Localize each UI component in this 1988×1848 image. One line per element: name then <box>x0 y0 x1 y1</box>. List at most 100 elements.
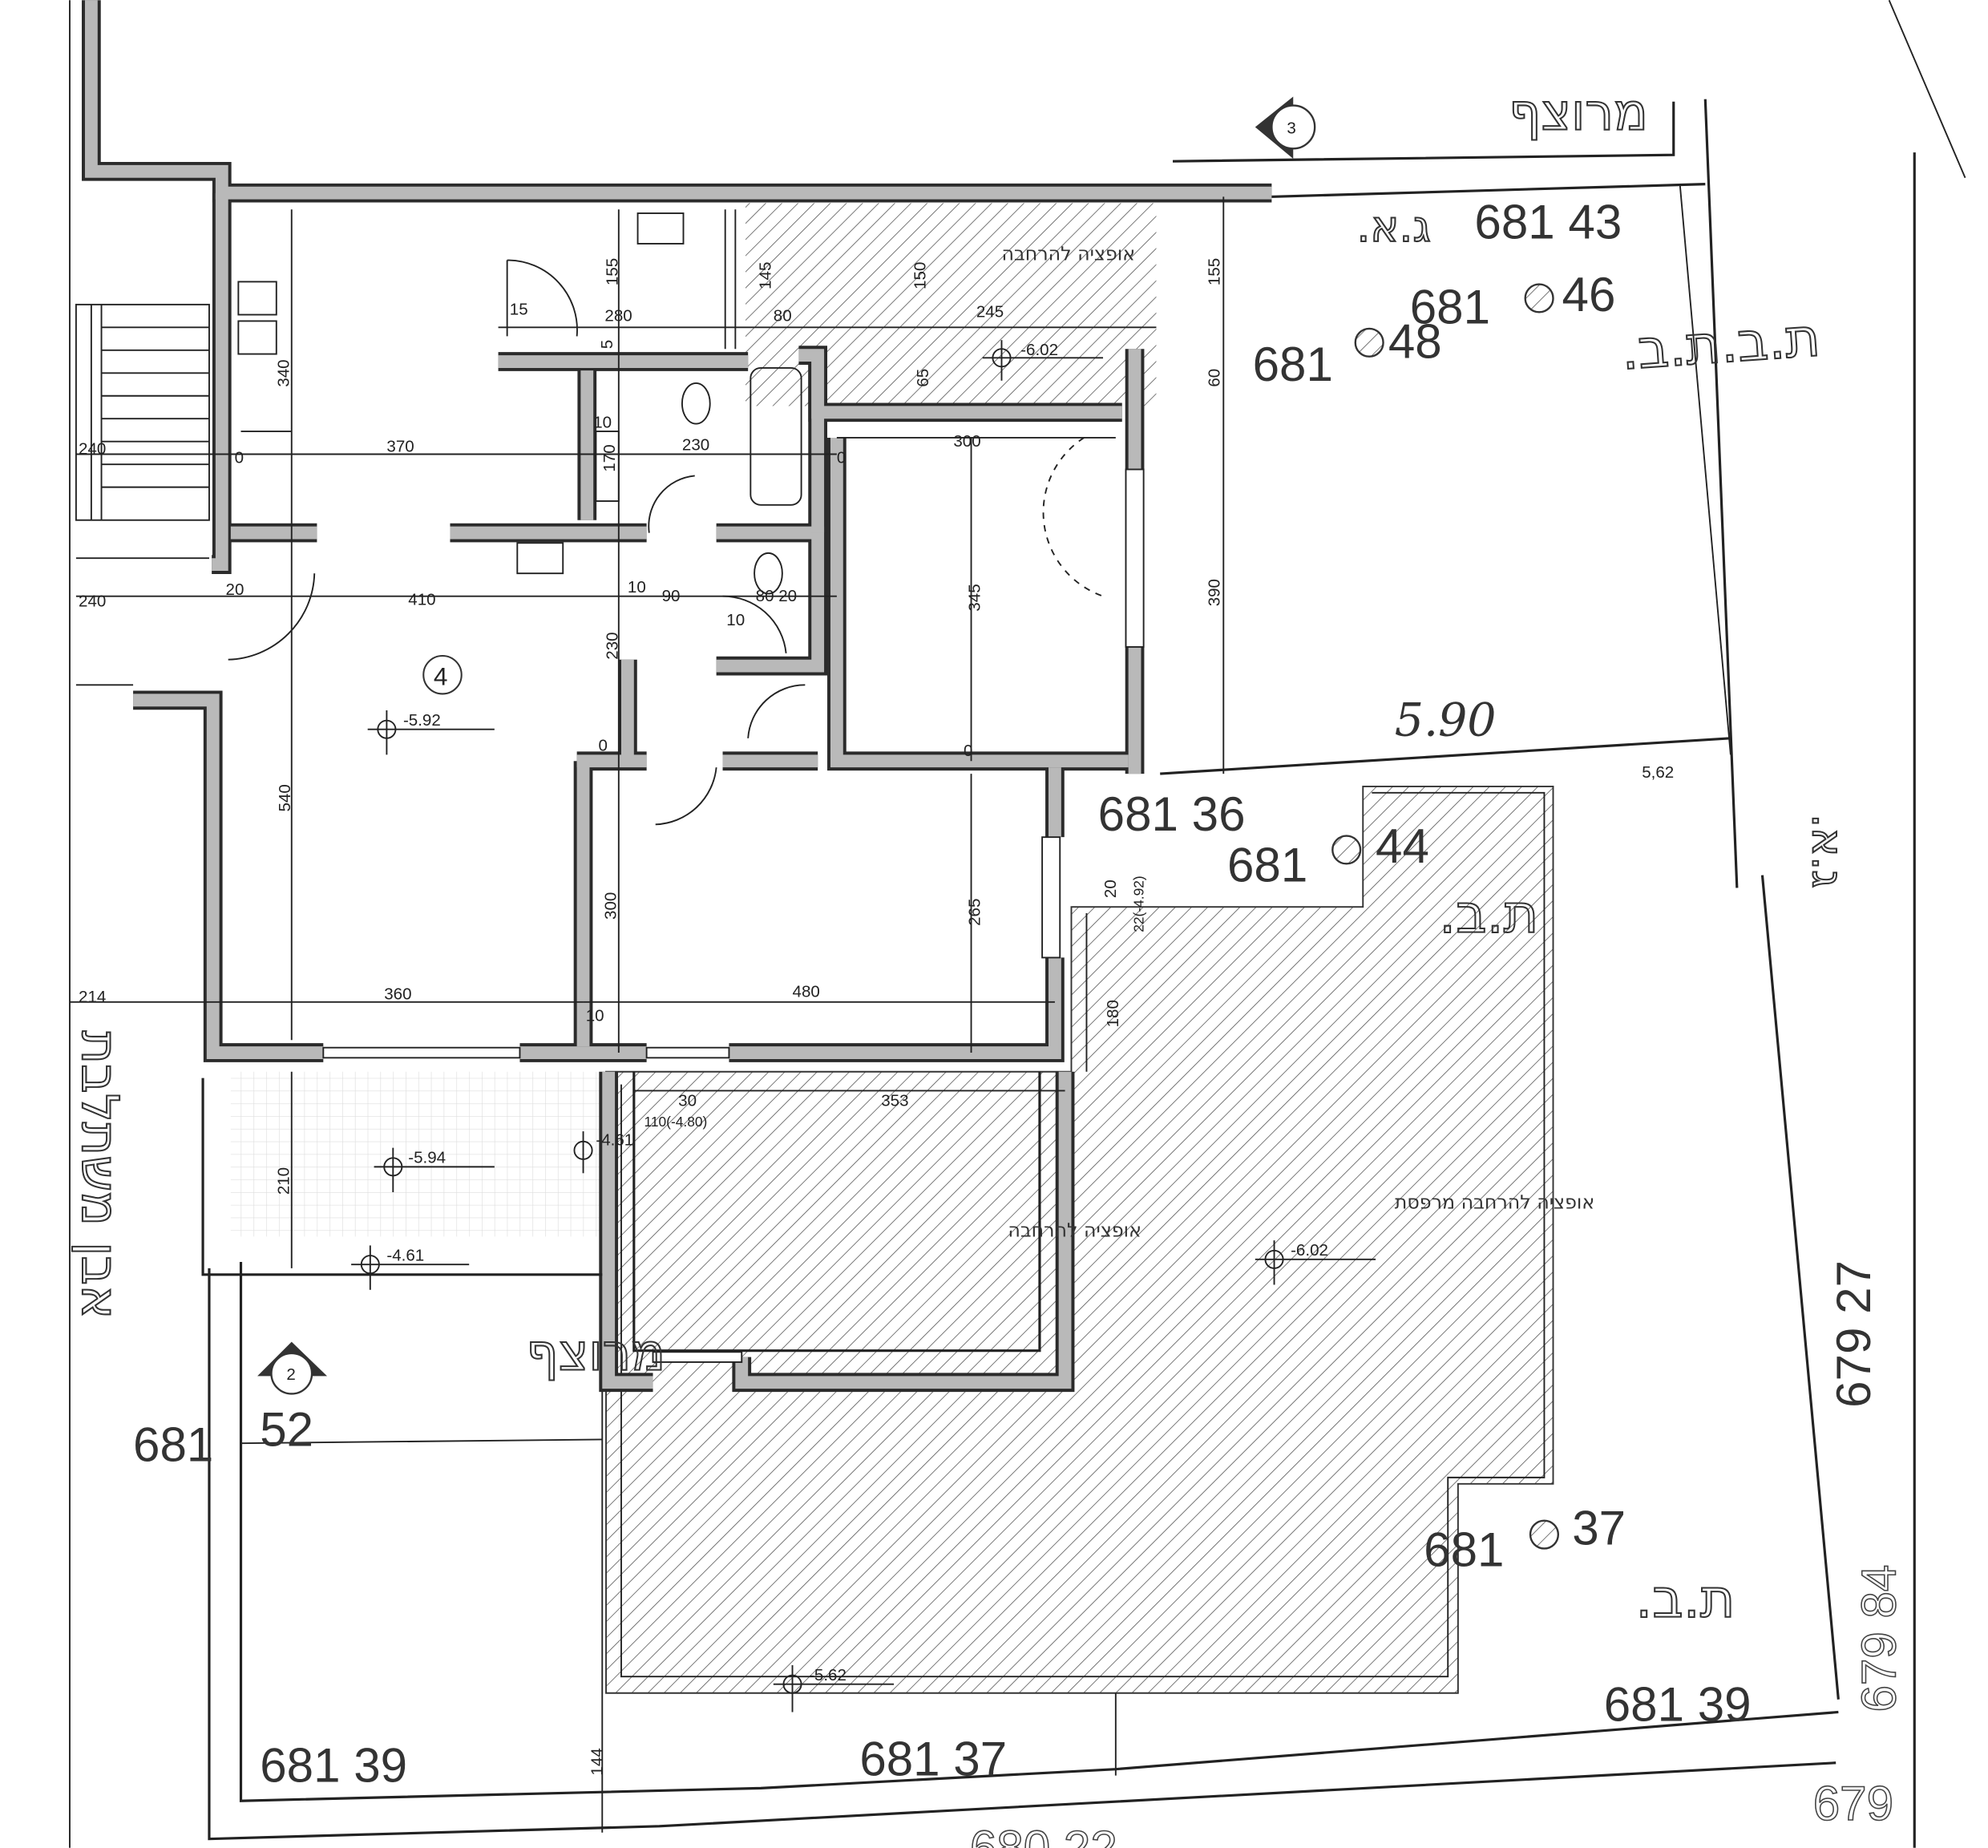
distance-label: 5.90 <box>1395 694 1497 747</box>
dimension-label: 80 <box>774 306 792 325</box>
svg-text:3: 3 <box>1287 119 1295 137</box>
dimension-label: 65 <box>914 369 932 387</box>
sink <box>636 212 685 245</box>
sink <box>237 281 277 316</box>
dimension-label: 170 <box>600 444 619 471</box>
lot-label: 679 <box>1813 1777 1893 1830</box>
elevation-label: -6.02 <box>1291 1241 1328 1260</box>
dimension-label: 110(-4.80) <box>644 1114 707 1130</box>
expansion-area-top <box>746 203 1157 406</box>
dimension-label: 300 <box>602 892 620 920</box>
dimension-label: 410 <box>408 591 435 609</box>
dimension-label: 210 <box>275 1167 293 1195</box>
toilet <box>681 382 711 425</box>
dimension-label: 60 <box>1206 369 1224 387</box>
dimension-label: 0 <box>599 737 608 755</box>
dimension-labels: 155 15 280 5 145 150 80 245 65 340 240 3… <box>79 258 1223 1776</box>
dimension-label: 22(-4.92) <box>1131 875 1147 932</box>
lot-label: 44 <box>1376 819 1429 873</box>
label-paved-bottom: מרוצף <box>526 1322 665 1381</box>
elevation-label: -5.92 <box>403 711 441 730</box>
sink <box>237 320 277 355</box>
tree-symbol <box>1331 835 1362 865</box>
dimension-label: 10 <box>628 578 646 596</box>
tree-symbol <box>1354 327 1384 358</box>
label-interlocking-stone: אבן משתלבת <box>71 1031 130 1320</box>
dimension-label: 10 <box>593 413 612 431</box>
dimension-label: 240 <box>79 440 106 459</box>
tree-symbol <box>1529 1519 1560 1550</box>
section-marker-bottom: 2 <box>257 1341 328 1395</box>
dimension-label: 10 <box>586 1006 604 1025</box>
dimension-label: 155 <box>603 258 621 285</box>
dimension-label: 240 <box>79 592 106 610</box>
lot-label: 681 <box>1424 1523 1504 1577</box>
dimension-label: 150 <box>911 262 930 289</box>
elevation-label: -6.02 <box>1020 341 1058 359</box>
elevation-label: -5.62 <box>809 1666 847 1684</box>
dimension-label: 230 <box>682 436 709 455</box>
dimension-label: 10 <box>726 611 745 629</box>
lot-label: 681 <box>1410 281 1490 334</box>
label-paved-top: מרוצף <box>1509 83 1648 142</box>
lot-label: 681 <box>1227 839 1307 892</box>
dimension-label: 145 <box>757 262 775 289</box>
elevation-label: -4.61 <box>596 1130 633 1149</box>
dimension-label: 5 <box>598 340 616 349</box>
dimension-label: 353 <box>881 1091 908 1110</box>
dimension-label: 280 <box>604 306 632 325</box>
lot-label: 681 <box>133 1417 213 1471</box>
dimension-label: 265 <box>966 899 984 926</box>
label-tb-1: ת.ב.ת.ב. <box>1619 305 1822 382</box>
label-ga-top: ג.א. <box>1356 201 1430 252</box>
label-expansion-top: אופציה להרחבה <box>1001 243 1135 265</box>
paved-terrace <box>230 1071 605 1237</box>
dimension-label: 540 <box>276 784 294 811</box>
dimension-label: 214 <box>79 988 106 1006</box>
dimension-label: 0 <box>235 449 244 467</box>
elevation-label: -4.61 <box>386 1246 424 1264</box>
lot-label: 37 <box>1572 1502 1626 1555</box>
dimension-label: 370 <box>386 437 414 455</box>
dimension-label: 0 <box>964 742 972 760</box>
staircase <box>75 303 210 686</box>
tree-symbol <box>1524 283 1554 313</box>
label-tb-3: ת.ב. <box>1635 1567 1735 1630</box>
dimension-label: 245 <box>976 303 1004 321</box>
label-tb-2: ת.ב. <box>1439 883 1538 945</box>
lot-label: 679 27 <box>1827 1260 1881 1408</box>
dimension-label: 144 <box>588 1748 606 1775</box>
doors <box>228 259 1104 826</box>
distance-label: 5,62 <box>1642 763 1674 782</box>
dimension-label: 80 20 <box>756 587 797 605</box>
dimension-label: 20 <box>1101 880 1120 898</box>
dimension-label: 345 <box>966 584 984 611</box>
dimension-label: 15 <box>510 301 528 319</box>
lot-label: 681 39 <box>260 1738 407 1792</box>
dimension-lines <box>69 196 1225 1268</box>
lot-label: 681 36 <box>1098 787 1246 841</box>
lot-label: 679 84 <box>1853 1565 1906 1713</box>
dimension-label: 390 <box>1206 579 1224 606</box>
section-marker-top: 3 <box>1255 96 1316 159</box>
sink <box>516 542 564 575</box>
toilet <box>754 552 783 595</box>
dimension-label: 0 <box>837 449 846 467</box>
dimension-label: 155 <box>1206 258 1224 285</box>
elevation-label: -5.94 <box>408 1149 446 1167</box>
lot-label: 681 39 <box>1604 1678 1752 1732</box>
dimension-label: 30 <box>678 1091 697 1110</box>
label-expansion-mid: אופציה להרחבה <box>1008 1219 1141 1241</box>
boundary-lines <box>69 0 1966 1848</box>
dimension-label: 300 <box>953 432 980 451</box>
level-markers <box>351 340 1376 1713</box>
lot-label: 680 22 <box>970 1821 1117 1848</box>
dimension-label: 480 <box>793 982 820 1001</box>
windows <box>322 468 1145 1363</box>
dimension-label: 340 <box>275 359 293 386</box>
fixtures <box>237 209 802 1053</box>
lot-label: 681 43 <box>1474 196 1622 249</box>
apartment-number-circle <box>422 654 463 695</box>
label-ga-right: ג.א. <box>1803 814 1853 888</box>
